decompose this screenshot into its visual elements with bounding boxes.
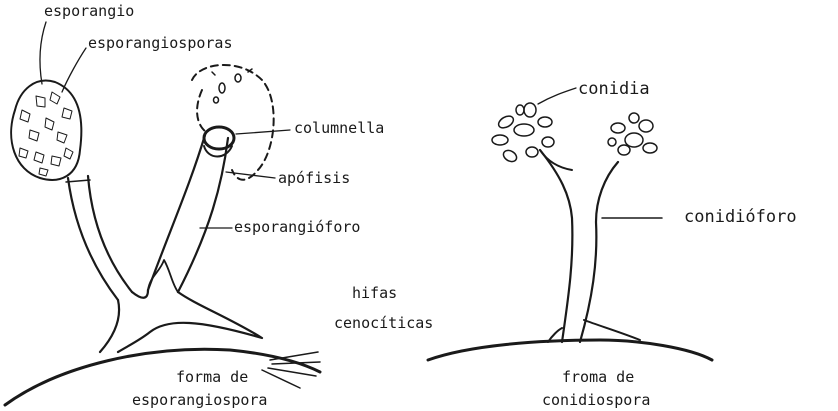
label-apofisis: apófisis xyxy=(278,169,350,187)
conidiospora-drawing xyxy=(428,88,712,360)
label-esporangioforo: esporangióforo xyxy=(234,218,360,236)
label-conidioforo: conidióforo xyxy=(684,207,797,227)
leader-columnella xyxy=(236,130,290,134)
conidiophore-fork-left xyxy=(540,150,572,170)
label-hifas: hifas xyxy=(352,284,397,302)
sporangium-spores-texture xyxy=(19,92,73,176)
label-esporangiosporas: esporangiosporas xyxy=(88,34,233,52)
label-esporangio: esporangio xyxy=(44,2,134,20)
hyphae-fork xyxy=(100,290,262,352)
label-forma-esporangiospora-1: forma de xyxy=(176,368,248,386)
left-sporangiophore xyxy=(68,176,132,300)
label-forma-esporangiospora-2: esporangiospora xyxy=(132,391,267,409)
label-cenociticas: cenocíticas xyxy=(334,314,433,332)
substrate-right xyxy=(428,340,712,360)
esporangiospora-drawing xyxy=(5,22,320,405)
leader-esporangio xyxy=(40,22,46,84)
columella xyxy=(204,127,234,149)
spore-dots xyxy=(212,69,252,103)
leader-conidia xyxy=(538,88,576,104)
conidiophore xyxy=(540,150,618,342)
sporangium xyxy=(11,81,81,180)
conidia-head-right xyxy=(608,113,657,155)
label-forma-conidiospora-1: froma de xyxy=(562,368,634,386)
label-conidia: conidia xyxy=(578,79,650,99)
leader-esporangiosporas xyxy=(62,48,86,92)
label-columnella: columnella xyxy=(294,119,384,137)
stalk-septum xyxy=(66,180,90,182)
label-forma-conidiospora-2: conidiospora xyxy=(542,391,650,409)
released-sporangium-outline xyxy=(192,65,274,180)
